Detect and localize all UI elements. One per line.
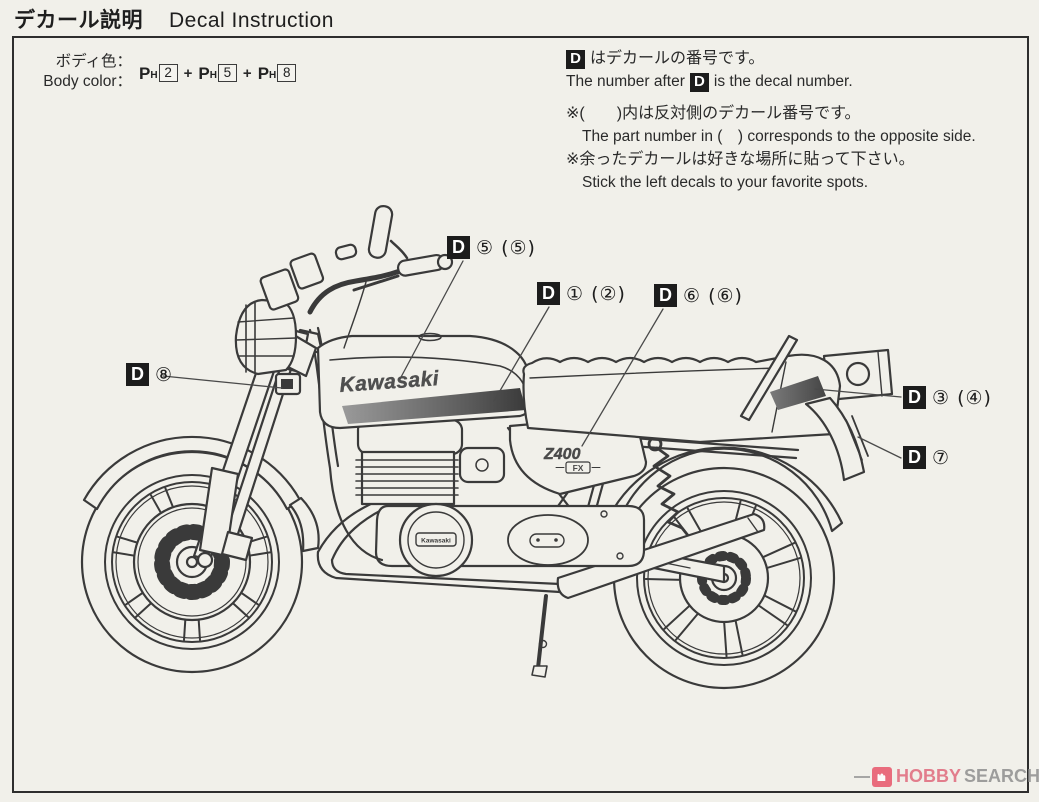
svg-text:Z400: Z400 (543, 446, 581, 463)
rear-mudflap (804, 396, 869, 482)
d-badge: D (126, 363, 149, 386)
hobby-search-flame-icon (872, 766, 892, 787)
body-color-labels: ボディ色： Body color： (36, 52, 132, 92)
side-cover-emblem: Z400 FX (543, 446, 601, 474)
headlight (234, 298, 318, 378)
decal-label-d8: D ⑧ (126, 363, 173, 386)
engine: Kawasaki (355, 418, 646, 578)
leader-d1 (493, 306, 550, 402)
d-badge: D (566, 49, 585, 69)
rear-fender (604, 446, 844, 533)
seat (522, 353, 842, 444)
decal-label-d5: D ⑤ (⑤) (447, 236, 536, 259)
shock-absorber (647, 436, 706, 550)
plus-sign: + (242, 64, 252, 82)
d-badge: D (537, 282, 560, 305)
instruction-line-1-en: The number after D is the decal number. (566, 72, 853, 92)
muffler (556, 512, 766, 600)
fuel-tank: Kawasaki (316, 332, 536, 430)
mirror (367, 204, 409, 260)
decal-label-d1: D ① (②) (537, 282, 626, 305)
content-border (12, 36, 1029, 793)
instrument-cluster (259, 252, 325, 311)
hobby-search-watermark: HOBBY SEARCH (854, 766, 1039, 787)
d-badge: D (689, 72, 709, 92)
svg-text:FX: FX (573, 463, 584, 473)
instruction-note-1-en: The part number in ( ) corresponds to th… (582, 128, 976, 145)
handlebar (307, 243, 454, 349)
plus-sign: + (183, 64, 193, 82)
tail-stripe (770, 376, 826, 410)
leader-d6 (581, 308, 664, 447)
d-badge: D (447, 236, 470, 259)
leader-d3 (814, 388, 902, 398)
leader-d7 (857, 436, 902, 459)
front-fork (192, 318, 310, 569)
d-badge: D (903, 386, 926, 409)
tank-stripe (342, 388, 526, 424)
d-badge: D (654, 284, 677, 307)
decal-label-d6: D ⑥ (⑥) (654, 284, 743, 307)
instruction-note-1-jp: ※( )内は反対側のデカール番号です。 (566, 105, 861, 122)
decal-label-d7: D ⑦ (903, 446, 950, 469)
instruction-line-1-jp: D はデカールの番号です。 (566, 47, 1026, 71)
grab-rail (739, 334, 799, 422)
brake-caliper (220, 530, 254, 562)
page-title: デカール説明 Decal Instruction (14, 4, 334, 34)
instructions-block: D はデカールの番号です。 The number after D is the … (566, 47, 1026, 194)
exhaust (316, 498, 766, 600)
brake-lever (352, 274, 400, 292)
page-title-en: Decal Instruction (169, 9, 334, 32)
side-stand (531, 594, 548, 678)
leader-d8 (162, 375, 283, 389)
engine-cover-logo: Kawasaki (421, 538, 451, 545)
watermark-dash (854, 775, 870, 778)
watermark-search: SEARCH (964, 766, 1039, 786)
leader-d5 (399, 260, 464, 380)
watermark-hobby: HOBBY (896, 766, 962, 786)
instruction-note-2-jp: ※余ったデカールは好きな場所に貼って下さい。 (566, 151, 915, 168)
leader-lines (162, 260, 902, 459)
d-badge: D (903, 446, 926, 469)
body-color-label-en: Body color： (43, 73, 132, 90)
decal-label-d3: D ③ (④) (903, 386, 992, 409)
instruction-note-2-en: Stick the left decals to your favorite s… (582, 174, 869, 191)
body-color-label-jp: ボディ色： (55, 53, 132, 70)
page-title-jp: デカール説明 (14, 9, 143, 32)
